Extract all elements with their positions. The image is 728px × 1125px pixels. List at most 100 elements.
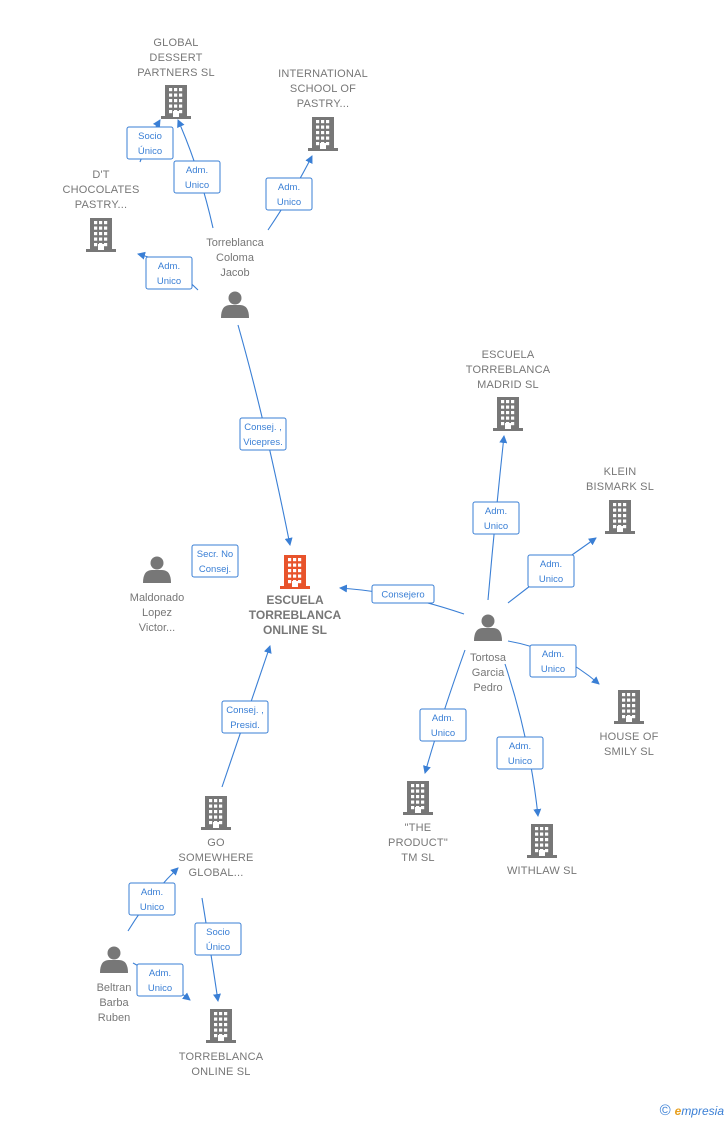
edge-label-box bbox=[191, 544, 239, 578]
node-label-line: SCHOOL OF bbox=[290, 83, 356, 95]
node-go_somewhere[interactable]: GOSOMEWHEREGLOBAL... bbox=[178, 796, 253, 879]
node-label-line: Jacob bbox=[220, 267, 249, 279]
edge-label-text: Adm. bbox=[509, 741, 531, 752]
node-label-line: Garcia bbox=[472, 667, 505, 679]
edge-label-text: Adm. bbox=[141, 887, 163, 898]
edge-label-box bbox=[529, 644, 577, 678]
node-label-line: Pedro bbox=[473, 682, 502, 694]
building-icon bbox=[206, 1009, 236, 1043]
node-label-line: Lopez bbox=[142, 607, 172, 619]
edge-label-text: Consejero bbox=[381, 590, 424, 601]
node-label-line: GO bbox=[207, 837, 225, 849]
copyright-icon: © bbox=[659, 1102, 671, 1119]
edge-label[interactable]: Adm.Unico bbox=[136, 963, 184, 997]
node-label-line: Barba bbox=[99, 997, 129, 1009]
edge-label-box bbox=[194, 922, 242, 956]
edge-label-box bbox=[472, 501, 520, 535]
node-label-line: D'T bbox=[92, 169, 109, 181]
edge-label-text: Socio bbox=[206, 927, 230, 938]
edge-label[interactable]: Adm.Unico bbox=[145, 256, 193, 290]
node-label-line: INTERNATIONAL bbox=[278, 68, 368, 80]
person-icon bbox=[143, 556, 171, 583]
edge-label[interactable]: Adm.Unico bbox=[529, 644, 577, 678]
edge-label[interactable]: Adm.Unico bbox=[527, 554, 575, 588]
node-label-line: Tortosa bbox=[470, 652, 507, 664]
edge-label-text: Unico bbox=[157, 276, 181, 287]
edge-label-text: Unico bbox=[431, 728, 455, 739]
node-house_smily[interactable]: HOUSE OF SMILY SL bbox=[599, 690, 658, 758]
edge-label-text: Único bbox=[206, 942, 230, 953]
edge-label-text: Unico bbox=[484, 521, 508, 532]
edge-label-box bbox=[527, 554, 575, 588]
building-icon bbox=[308, 117, 338, 151]
edge-label[interactable]: Adm. Unico bbox=[128, 882, 176, 916]
node-label-line: GLOBAL... bbox=[189, 867, 244, 879]
edge-label[interactable]: Consej. ,Presid. bbox=[221, 700, 269, 734]
edge-label-box bbox=[371, 584, 435, 604]
node-label-line: BISMARK SL bbox=[586, 481, 654, 493]
building-icon bbox=[201, 796, 231, 830]
node-international_school[interactable]: INTERNATIONAL SCHOOL OF PASTRY... bbox=[278, 68, 368, 151]
edge-label[interactable]: Adm.Unico bbox=[419, 708, 467, 742]
node-label-line: ONLINE SL bbox=[263, 623, 327, 637]
edge-label[interactable]: Adm. Unico bbox=[496, 736, 544, 770]
node-label-line: WITHLAW SL bbox=[507, 865, 577, 877]
node-withlaw[interactable]: WITHLAW SL bbox=[507, 824, 577, 877]
edge-label-text: Único bbox=[138, 146, 162, 157]
node-label-line: TORREBLANCA bbox=[249, 608, 342, 622]
edge-label[interactable]: Consej. , Vicepres. bbox=[239, 417, 287, 451]
brand-initial: e bbox=[674, 1104, 682, 1118]
edge-label-text: Adm. bbox=[278, 182, 300, 193]
node-label-line: PASTRY... bbox=[297, 98, 350, 110]
node-label-line: TORREBLANCA bbox=[466, 364, 551, 376]
node-label-line: ONLINE SL bbox=[191, 1066, 250, 1078]
node-maldonado[interactable]: MaldonadoLopezVictor... bbox=[130, 556, 184, 635]
node-escuela_madrid[interactable]: ESCUELA TORREBLANCA MADRID SL bbox=[466, 349, 551, 431]
edge-label[interactable]: Adm.Unico bbox=[265, 177, 313, 211]
node-label-line: PASTRY... bbox=[75, 199, 128, 211]
edge-label-text: Vicepres. bbox=[243, 437, 282, 448]
edge-labels-layer: Adm.UnicoSocioÚnicoAdm.UnicoAdm.UnicoCon… bbox=[126, 126, 577, 997]
node-label-line: HOUSE OF bbox=[599, 731, 658, 743]
edge-label-box bbox=[239, 417, 287, 451]
brand-name: mpresia bbox=[681, 1104, 724, 1118]
edge-label-text: Adm. bbox=[149, 968, 171, 979]
edge-label-text: Adm. bbox=[485, 506, 507, 517]
edge-label-text: Unico bbox=[185, 180, 209, 191]
edge-label[interactable]: Adm. Unico bbox=[472, 501, 520, 535]
edge-label-text: Presid. bbox=[230, 720, 260, 731]
node-label-line: Ruben bbox=[98, 1012, 130, 1024]
building-icon bbox=[161, 85, 191, 119]
brand-watermark: ©empresia bbox=[660, 1102, 724, 1119]
node-label-line: DESSERT bbox=[149, 52, 202, 64]
edge-label-text: Unico bbox=[541, 664, 565, 675]
edge-label[interactable]: Consejero bbox=[371, 584, 435, 604]
edge-label[interactable]: Adm.Unico bbox=[173, 160, 221, 194]
edge-label-text: Consej. , bbox=[244, 422, 282, 433]
building-icon bbox=[527, 824, 557, 858]
node-label-line: ESCUELA bbox=[482, 349, 535, 361]
edge-label-box bbox=[496, 736, 544, 770]
edge-label-text: Unico bbox=[140, 902, 164, 913]
node-label-line: Maldonado bbox=[130, 592, 184, 604]
edge-label-box bbox=[265, 177, 313, 211]
node-dt_chocolates[interactable]: D'TCHOCOLATESPASTRY... bbox=[63, 169, 140, 252]
edge-label-text: Unico bbox=[508, 756, 532, 767]
building-icon bbox=[605, 500, 635, 534]
person-icon bbox=[474, 614, 502, 641]
node-klein_bismark[interactable]: KLEIN BISMARK SL bbox=[586, 466, 654, 534]
node-label-line: KLEIN bbox=[604, 466, 637, 478]
node-label-line: MADRID SL bbox=[477, 379, 539, 391]
node-label-line: SMILY SL bbox=[604, 746, 654, 758]
